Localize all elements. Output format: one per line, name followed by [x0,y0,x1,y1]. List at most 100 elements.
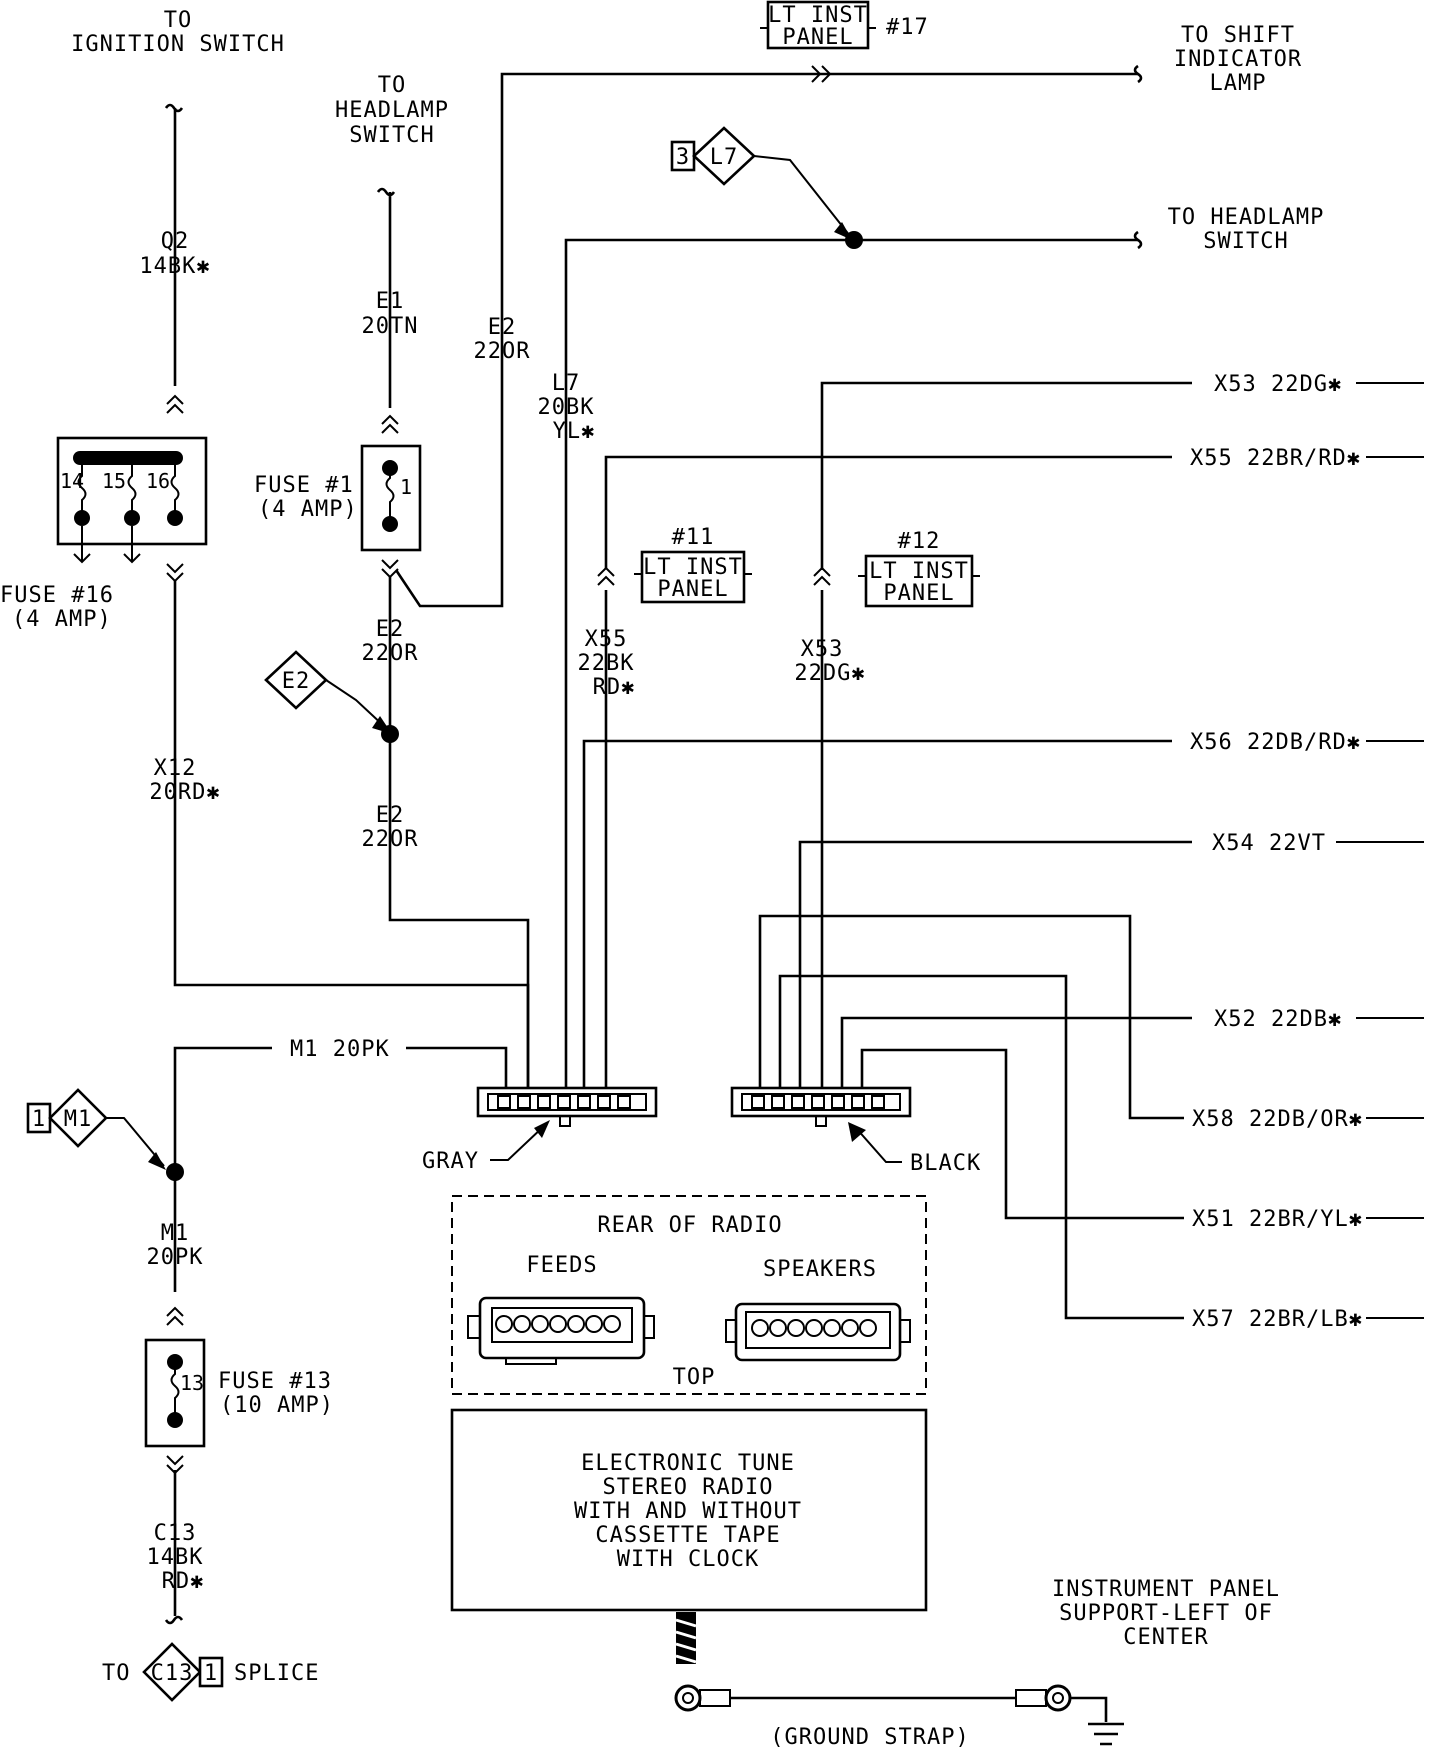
gray-connector-label: GRAY [422,1120,550,1174]
svg-text:22DG✱: 22DG✱ [794,661,865,686]
m1-wire-label: M1 20PK [290,1037,390,1062]
m1-wire-label-low: M1 20PK [147,1221,204,1270]
svg-text:PANEL: PANEL [782,25,853,50]
svg-text:22OR: 22OR [362,641,419,666]
m1-wire [173,1046,272,1292]
x57-wire [778,974,1184,1320]
svg-text:SPEAKERS: SPEAKERS [763,1257,877,1282]
q2-wire-label: Q2 14BK✱ [139,229,210,279]
svg-text:PANEL: PANEL [657,577,728,602]
svg-text:16: 16 [146,469,170,493]
svg-text:SUPPORT-LEFT OF: SUPPORT-LEFT OF [1059,1601,1273,1626]
svg-text:FUSE #13: FUSE #13 [218,1369,332,1394]
fuse-16: 14 15 16 [56,436,208,583]
svg-text:C13: C13 [154,1521,197,1546]
svg-text:14BK: 14BK [147,1545,204,1570]
fuse-16-label: FUSE #16 (4 AMP) [0,583,114,632]
splice-e2: E2 [264,650,399,743]
splice-c13: TO C13 1 SPLICE [102,1642,319,1702]
svg-text:TO: TO [102,1661,131,1686]
ground-location-label: INSTRUMENT PANEL SUPPORT-LEFT OF CENTER [1052,1577,1280,1650]
fuse-13-label: FUSE #13 (10 AMP) [218,1369,334,1418]
svg-text:STEREO RADIO: STEREO RADIO [603,1475,774,1500]
c13-wire [164,1470,184,1625]
connector-chevron-icon [813,566,831,586]
svg-text:X12: X12 [154,756,197,781]
svg-text:1: 1 [204,1661,218,1686]
svg-text:IGNITION SWITCH: IGNITION SWITCH [71,32,285,57]
svg-text:HEADLAMP: HEADLAMP [335,98,449,123]
e1-wire-label: E1 20TN [362,289,418,339]
ground-strap-label: (GROUND STRAP) [770,1725,969,1750]
svg-text:#17: #17 [886,15,929,40]
x56-wire [582,739,1172,1090]
svg-text:E2: E2 [488,315,517,340]
x51-wire [860,1048,1184,1220]
svg-text:TO SHIFT: TO SHIFT [1181,23,1295,48]
svg-text:L7: L7 [552,371,581,396]
connector-chevron-icon [811,65,832,83]
svg-text:M1: M1 [161,1221,190,1246]
wire-break-icon [1133,64,1143,84]
x51-wire-label: X51 22BR/YL✱ [1192,1207,1363,1232]
svg-text:E1: E1 [376,289,405,314]
x53-wire-label: X53 22DG✱ [1214,372,1342,397]
black-connector [730,1086,912,1127]
x55-wire-label: X55 22BK RD✱ [578,627,635,700]
e2-wire-label-top: E2 22OR [474,315,531,364]
svg-text:13: 13 [180,1371,204,1395]
svg-text:14: 14 [60,469,84,493]
headlamp-switch-label-left: TO HEADLAMP SWITCH [335,73,449,148]
svg-text:X53: X53 [801,637,844,662]
black-connector-label: BLACK [848,1122,980,1176]
svg-text:WITH CLOCK: WITH CLOCK [617,1547,759,1572]
e2-wire-label-low: E2 22OR [362,803,419,852]
e1-wire [376,187,396,408]
x55-wire-top [604,455,1172,568]
l7-wire-label: L7 20BK YL✱ [538,371,595,444]
headlamp-switch-label-right: TO HEADLAMP SWITCH [1168,205,1325,254]
svg-text:INSTRUMENT PANEL: INSTRUMENT PANEL [1052,1577,1280,1602]
svg-text:22OR: 22OR [474,339,531,364]
gray-connector [476,1086,658,1127]
x56-wire-label: X56 22DB/RD✱ [1190,730,1361,755]
fuse-1: 1 [360,444,422,552]
fuse-13: 13 [144,1338,206,1448]
svg-text:L7: L7 [710,145,739,170]
x58-wire [758,914,1184,1120]
svg-text:(4 AMP): (4 AMP) [12,607,112,632]
ground-symbol-icon [1088,1722,1124,1746]
x57-wire-label: X57 22BR/LB✱ [1192,1307,1363,1332]
svg-text:FUSE #16: FUSE #16 [0,583,114,608]
rear-of-radio-panel: REAR OF RADIO FEEDS SPEAKERS TOP [451,1195,927,1395]
svg-text:E2: E2 [376,617,405,642]
splice-m1: 1 M1 [26,1088,184,1181]
connector-chevron-icon [166,1306,184,1326]
ground-strap [674,1684,1108,1722]
svg-text:REAR OF RADIO: REAR OF RADIO [597,1213,782,1238]
svg-text:20PK: 20PK [147,1245,204,1270]
svg-text:14BK✱: 14BK✱ [139,254,210,279]
svg-text:TO: TO [164,8,193,33]
svg-text:E2: E2 [282,669,311,694]
svg-text:FUSE #1: FUSE #1 [254,473,354,498]
x12-wire [173,580,530,1090]
svg-text:(10 AMP): (10 AMP) [220,1393,334,1418]
svg-text:#12: #12 [898,529,941,554]
svg-text:20RD✱: 20RD✱ [149,780,220,805]
svg-text:SPLICE: SPLICE [234,1661,319,1686]
q2-wire [164,103,184,386]
svg-text:X55: X55 [585,627,628,652]
svg-text:TOP: TOP [673,1365,716,1390]
svg-text:LT INST: LT INST [869,559,969,584]
svg-text:CENTER: CENTER [1123,1625,1208,1650]
x12-wire-label: X12 20RD✱ [149,756,220,805]
svg-text:20BK: 20BK [538,395,595,420]
svg-text:RD✱: RD✱ [162,1569,205,1594]
connector-chevron-icon [166,394,184,414]
x54-wire [798,840,1192,1090]
svg-text:22OR: 22OR [362,827,419,852]
svg-text:TO HEADLAMP: TO HEADLAMP [1168,205,1325,230]
lt-inst-panel-17: LT INST PANEL #17 [760,0,929,50]
svg-text:WITH AND WITHOUT: WITH AND WITHOUT [574,1499,802,1524]
